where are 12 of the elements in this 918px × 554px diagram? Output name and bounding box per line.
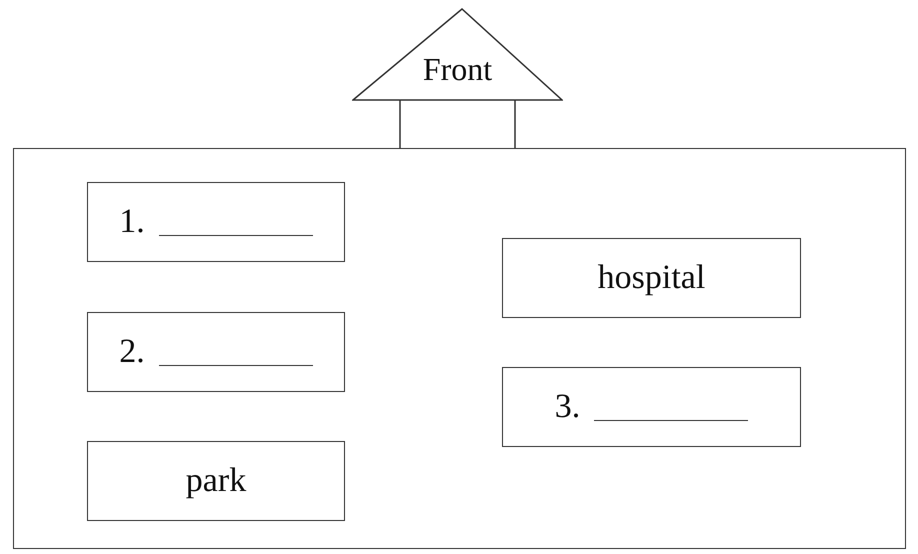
item-number: 1. [119, 203, 145, 241]
item-number: 3. [554, 388, 580, 426]
place-box [502, 367, 801, 447]
place-box [502, 238, 801, 318]
place-box [87, 441, 345, 521]
place-box [87, 312, 345, 392]
place-box [87, 182, 345, 262]
place-name: hospital [598, 259, 706, 297]
place-name: park [186, 462, 246, 500]
front-label: Front [422, 52, 494, 88]
map-outline [13, 148, 906, 549]
item-number: 2. [119, 333, 145, 371]
